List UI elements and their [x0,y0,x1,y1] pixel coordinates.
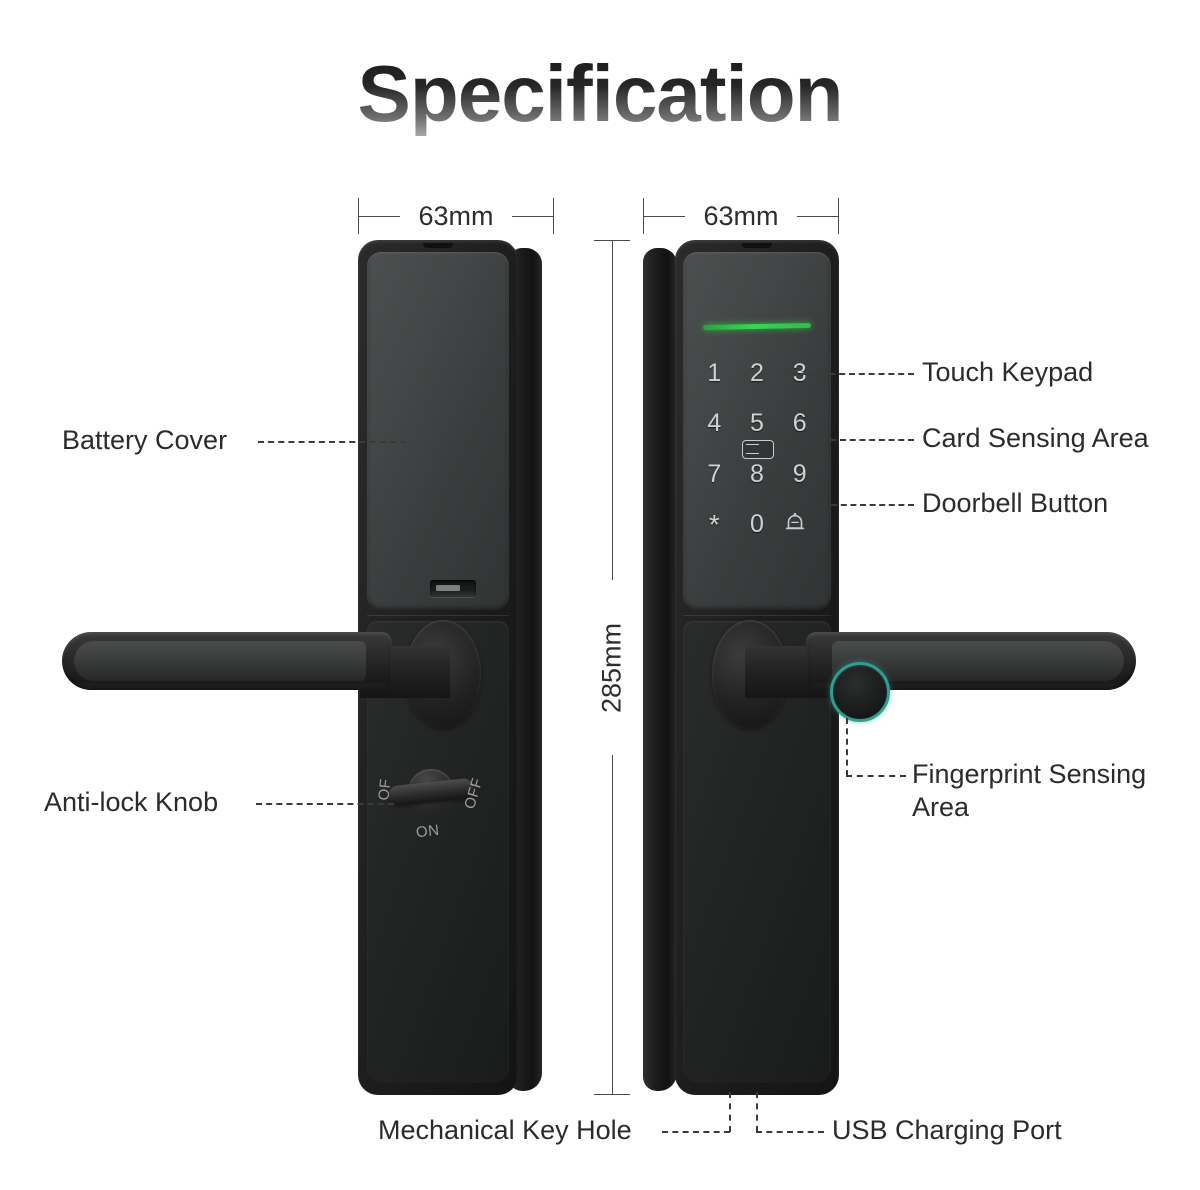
card-sensing-icon[interactable] [742,440,774,459]
callout-card-sensing-area: Card Sensing Area [922,423,1149,453]
key-7[interactable]: 7 [707,459,722,488]
leader-key-hole-horizontal [662,1131,730,1133]
dimension-label-width-right: 63mm [703,201,779,231]
dimension-label-width-left: 63mm [418,201,494,231]
dimension-width-left: 63mm [358,196,554,236]
key-2[interactable]: 2 [750,358,764,387]
doorbell-icon[interactable] [782,510,808,536]
knob-label-off-left: OF [375,777,395,802]
dimension-bar-left [643,216,685,217]
top-notch [423,243,453,248]
callout-anti-lock-knob: Anti-lock Knob [44,787,219,817]
callout-usb-charging-port: USB Charging Port [832,1115,1062,1145]
battery-cover-panel[interactable] [367,252,509,610]
page-title: Specification [0,52,1200,136]
dimension-bar-bottom [612,755,613,1095]
leader-battery-cover [258,441,406,443]
dimension-label-height: 285mm [596,622,627,713]
leader-fingerprint-vertical [846,718,848,776]
keypad-grid[interactable]: 1 2 3 4 5 6 7 8 9 * 0 [693,348,821,550]
key-3[interactable]: 3 [792,358,807,387]
callout-touch-keypad: Touch Keypad [922,357,1094,387]
leader-doorbell-button [812,504,914,506]
key-1[interactable]: 1 [707,358,722,387]
fingerprint-sensor[interactable] [830,662,890,722]
dimension-bar-right [512,216,554,217]
knob-label-on: ON [415,821,441,842]
battery-cover-latch[interactable] [430,580,476,597]
callout-mechanical-key-hole: Mechanical Key Hole [378,1115,632,1145]
leader-fingerprint-horizontal [846,775,906,777]
key-asterisk[interactable]: * [708,508,720,540]
dimension-width-right: 63mm [643,196,839,236]
panel-seam-upper [683,615,831,616]
lock-interior-view: OF OFF ON [358,240,554,1095]
dimension-bar-right [797,216,839,217]
key-5[interactable]: 5 [750,409,764,438]
door-handle-left[interactable] [62,632,392,690]
leader-anti-lock-knob [256,803,394,805]
callout-doorbell-button: Doorbell Button [922,488,1109,518]
touch-keypad-panel[interactable]: 1 2 3 4 5 6 7 8 9 * 0 [683,252,831,610]
leader-key-hole-vertical [729,1092,731,1132]
lock-body-side-edge [643,248,677,1091]
key-9[interactable]: 9 [792,459,807,488]
leader-card-sensing-area [772,439,914,441]
callout-battery-cover: Battery Cover [62,425,228,455]
callout-fingerprint-sensing-area: Fingerprint Sensing Area [912,759,1147,822]
dimension-bar-top [612,240,613,580]
dimension-bar-left [358,216,400,217]
leader-usb-vertical [756,1092,758,1132]
top-notch [742,243,772,248]
leader-touch-keypad [790,373,914,375]
lock-body-front [358,240,518,1095]
panel-seam-upper [367,615,509,616]
key-4[interactable]: 4 [707,409,722,438]
handle-inset [74,641,366,681]
led-status-bar [702,322,812,331]
key-0[interactable]: 0 [750,510,764,539]
anti-lock-knob[interactable]: OF OFF ON [375,765,486,845]
leader-usb-horizontal [756,1131,824,1133]
dimension-height: 285mm [592,240,632,1095]
key-6[interactable]: 6 [792,409,807,438]
key-8[interactable]: 8 [750,459,764,488]
